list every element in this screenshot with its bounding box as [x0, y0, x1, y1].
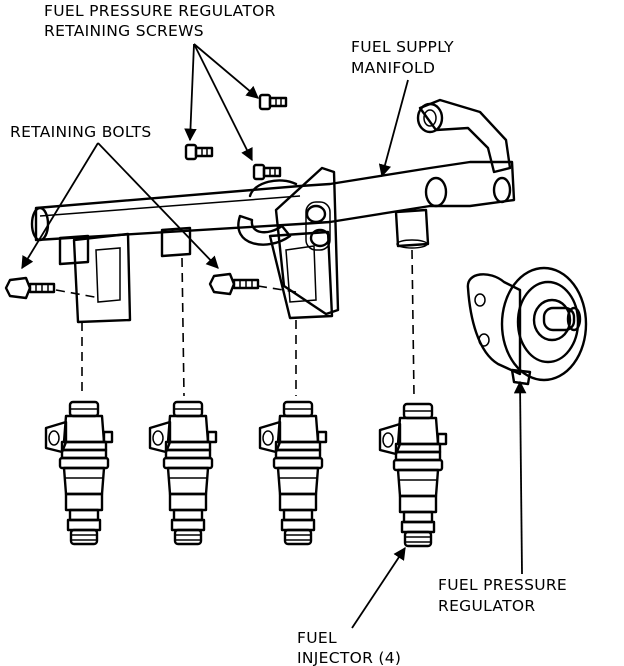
fuel-injector-4 [378, 402, 448, 548]
label-regulator-screws-line1: FUEL PRESSURE REGULATOR [44, 2, 276, 20]
retaining-bolt-2 [208, 272, 260, 296]
leader-screw-2 [193, 43, 259, 99]
label-regulator-line2: REGULATOR [438, 597, 535, 615]
regulator-screw-2 [184, 143, 214, 161]
fuel-injector-1 [44, 400, 114, 546]
fuel-pressure-regulator [466, 266, 588, 386]
leader-screw-1 [184, 43, 197, 142]
label-regulator-screws-line2: RETAINING SCREWS [44, 22, 204, 40]
fuel-supply-manifold [30, 98, 516, 324]
label-retaining-bolts: RETAINING BOLTS [10, 123, 152, 141]
retaining-bolt-1 [4, 276, 56, 300]
leader-lines [21, 43, 527, 629]
leader-bolt-2 [97, 142, 219, 269]
fuel-injector-3 [258, 400, 328, 546]
label-supply-manifold-line1: FUEL SUPPLY [351, 38, 454, 56]
leader-pressure-regulator [513, 380, 527, 575]
label-regulator-line1: FUEL PRESSURE [438, 576, 567, 594]
bolt-1-dash [55, 289, 101, 299]
injector-4-centerline [411, 249, 415, 397]
leader-screw-3 [193, 43, 253, 162]
fuel-injector-2 [148, 400, 218, 546]
leader-supply-manifold [378, 79, 409, 178]
leader-injector [351, 546, 406, 629]
injector-2-centerline [181, 257, 185, 397]
regulator-screw-3 [252, 163, 282, 181]
bolt-2-dash [257, 285, 297, 293]
label-supply-manifold-line2: MANIFOLD [351, 59, 435, 77]
regulator-screw-1 [258, 93, 288, 111]
label-injector-line1: FUEL [297, 629, 337, 647]
label-injector-line2: INJECTOR (4) [297, 649, 401, 666]
